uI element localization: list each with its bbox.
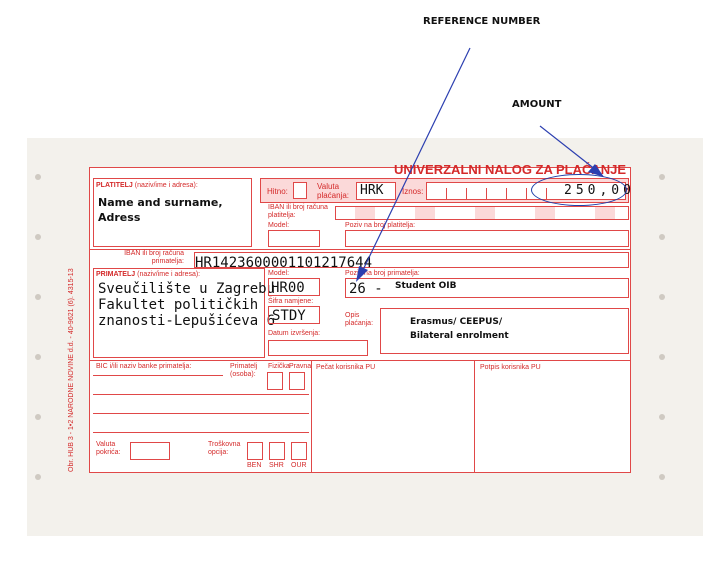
execution-date-field[interactable] — [268, 340, 368, 356]
recipient-name-line2[interactable]: Fakultet političkih — [98, 297, 259, 313]
payer-model-field[interactable] — [268, 230, 320, 247]
recipient-name-line1[interactable]: Sveučilište u Zagrebu — [98, 281, 276, 297]
digit-separator — [526, 188, 527, 200]
recipient-model-label: Model: — [268, 270, 290, 277]
perforation-hole — [659, 474, 665, 480]
digit-separator — [506, 188, 507, 200]
legal-person-label: Pravna — [289, 363, 312, 370]
recipient-label: PRIMATELJ (naziv/ime i adresa): — [96, 271, 201, 278]
recipient-person-label: Primatelj (osoba): — [230, 363, 258, 378]
recipient-box — [93, 268, 265, 358]
iban-pink-cell — [415, 207, 435, 219]
divider — [311, 360, 312, 473]
natural-person-label: Fizička — [268, 363, 290, 370]
perforation-hole — [35, 294, 41, 300]
stamp-label: Pečat korisnika PU — [316, 364, 376, 371]
iban-pink-cell — [595, 207, 615, 219]
cover-currency-label: Valuta pokrića: — [96, 441, 121, 456]
digit-separator — [466, 188, 467, 200]
execution-date-label: Datum izvršenja: — [268, 330, 321, 337]
signature-label: Potpis korisnika PU — [480, 364, 541, 371]
payer-box — [93, 178, 252, 247]
recipient-reference-value: 26 - — [349, 281, 383, 297]
perforation-hole — [35, 474, 41, 480]
purpose-code-label: Šifra namjene: — [268, 298, 314, 305]
recipient-reference-field[interactable] — [345, 278, 629, 298]
recipient-name-line3[interactable]: znanosti-Lepušićeva 6 — [98, 313, 276, 329]
recipient-model-value: HR00 — [271, 280, 305, 296]
our-label: OUR — [291, 462, 307, 469]
recipient-iban-field[interactable] — [194, 252, 629, 268]
iban-pink-cell — [475, 207, 495, 219]
digit-separator — [446, 188, 447, 200]
payer-label: PLATITELJ (naziv/ime i adresa): — [96, 182, 198, 189]
amount-label: Iznos: — [402, 187, 424, 196]
our-checkbox[interactable] — [291, 442, 307, 460]
shr-label: SHR — [269, 462, 284, 469]
recipient-model-field[interactable] — [268, 278, 320, 296]
description-line2: Bilateral enrolment — [410, 331, 509, 341]
bic-label: BIC i/ili naziv banke primatelja: — [96, 363, 192, 370]
reference-arrow-head — [356, 266, 368, 282]
payer-iban-label: IBAN ili broj računa platitelja: — [268, 204, 328, 219]
recipient-iban-label: IBAN ili broj računa primatelja: — [124, 250, 184, 265]
payer-reference-field[interactable] — [345, 230, 629, 247]
perforation-hole — [659, 174, 665, 180]
payment-form: UNIVERZALNI NALOG ZA PLAĆANJE PLATITELJ … — [89, 162, 631, 473]
purpose-code-field[interactable] — [268, 306, 320, 324]
perforation-hole — [35, 174, 41, 180]
bic-line — [93, 413, 309, 414]
amount-circle-mark — [531, 174, 627, 206]
payer-model-label: Model: — [268, 222, 290, 229]
reference-note: Student OIB — [395, 281, 457, 291]
amount-arrow-head — [588, 164, 604, 177]
cover-currency-field[interactable] — [130, 442, 170, 460]
amount-annotation: AMOUNT — [512, 99, 562, 110]
description-label: Opis plaćanja: — [345, 312, 374, 327]
iban-pink-cell — [535, 207, 555, 219]
ben-checkbox[interactable] — [247, 442, 263, 460]
amount-arrow-line — [539, 125, 597, 171]
perforation-hole — [659, 234, 665, 240]
bic-line — [93, 375, 223, 376]
recipient-iban-value: HR1423600001101217644 — [195, 255, 373, 271]
digit-separator — [486, 188, 487, 200]
payer-iban-field[interactable] — [335, 206, 629, 220]
description-line1: Erasmus/ CEEPUS/ — [410, 317, 503, 327]
cost-option-label: Troškovna opcija: — [208, 441, 241, 456]
perforation-hole — [659, 414, 665, 420]
purpose-code-value: STDY — [272, 308, 306, 324]
hitno-checkbox[interactable] — [293, 182, 307, 199]
payer-address[interactable]: Adress — [98, 211, 141, 224]
perforation-hole — [35, 354, 41, 360]
currency-value: HRK — [360, 183, 384, 198]
divider — [90, 249, 630, 250]
perforation-hole — [35, 234, 41, 240]
currency-label: Valuta plaćanja: — [317, 182, 350, 200]
form-title: UNIVERZALNI NALOG ZA PLAĆANJE — [394, 162, 627, 177]
currency-field[interactable] — [356, 182, 396, 200]
reference-arrow-line — [361, 47, 471, 273]
perforation-hole — [659, 294, 665, 300]
payer-name[interactable]: Name and surname, — [98, 196, 223, 209]
recipient-reference-label: Poziv na broj primatelja: — [345, 270, 420, 277]
iban-pink-cell — [355, 207, 375, 219]
payer-reference-label: Poziv na broj platitelja: — [345, 222, 416, 229]
hitno-label: Hitno: — [267, 187, 288, 196]
divider — [90, 360, 630, 361]
reference-number-annotation: REFERENCE NUMBER — [423, 16, 541, 27]
ben-label: BEN — [247, 462, 262, 469]
shr-checkbox[interactable] — [269, 442, 285, 460]
bic-line — [93, 394, 309, 395]
divider — [474, 360, 475, 473]
natural-person-checkbox[interactable] — [267, 372, 283, 390]
perforation-hole — [35, 414, 41, 420]
legal-person-checkbox[interactable] — [289, 372, 305, 390]
description-field[interactable] — [380, 308, 629, 354]
bic-line — [93, 432, 309, 433]
perforation-hole — [659, 354, 665, 360]
